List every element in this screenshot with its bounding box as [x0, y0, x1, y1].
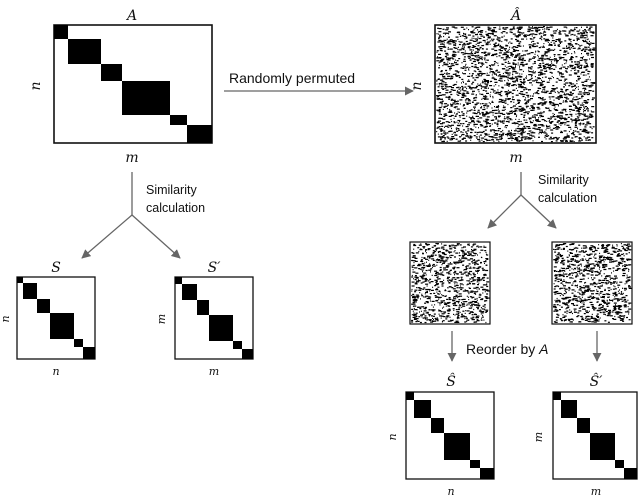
matrix-a-hat-noise: [436, 26, 596, 143]
permute-arrow: Randomly permuted: [224, 70, 414, 96]
matrix-a: A m n: [28, 8, 213, 166]
noisy-similarity-left-noise: [411, 243, 490, 324]
similarity-branch-left: Similarity calculation: [81, 172, 205, 259]
noisy-similarity-right-noise: [553, 243, 632, 323]
matrix-s-hat: Ŝ n n: [386, 372, 495, 498]
matrix-s-blocks: [17, 277, 95, 359]
reorder-arrows: Reorder by A: [447, 331, 602, 362]
matrix-s-prime-rows-label: m: [155, 314, 168, 324]
matrix-s-symbol: S: [51, 260, 61, 276]
matrix-s-prime: S′ m m: [155, 260, 254, 378]
matrix-a-hat: Â m n: [409, 6, 597, 166]
matrix-s-prime-symbol: S′: [208, 260, 222, 276]
matrix-a-blocks: [54, 25, 212, 143]
matrix-s-rows-label: n: [0, 315, 12, 322]
permute-arrow-label: Randomly permuted: [229, 70, 355, 86]
matrix-s-hat-cols-label: n: [447, 485, 454, 498]
matrix-s-prime-hat-symbol: Ŝ′: [590, 372, 604, 390]
similarity-left-line1: Similarity: [146, 183, 197, 197]
similarity-right-line1: Similarity: [538, 173, 589, 187]
noisy-similarity-right: [551, 241, 633, 325]
matrix-a-hat-rows-label: n: [409, 81, 425, 90]
noisy-similarity-left: [409, 241, 491, 325]
matrix-a-cols-label: m: [125, 150, 138, 166]
matrix-s-hat-symbol: Ŝ: [446, 372, 456, 390]
matrix-s-prime-hat-cols-label: m: [591, 485, 601, 498]
matrix-a-hat-symbol: Â: [509, 6, 521, 24]
matrix-a-hat-cols-label: m: [509, 150, 522, 166]
similarity-branch-right: Similarity calculation: [487, 172, 597, 229]
similarity-left-line2: calculation: [146, 201, 205, 215]
matrix-s: S n n: [0, 260, 96, 378]
matrix-s-prime-hat: Ŝ′ m m: [532, 372, 638, 498]
matrix-s-prime-blocks: [175, 277, 253, 359]
similarity-right-line2: calculation: [538, 191, 597, 205]
matrix-s-hat-rows-label: n: [386, 433, 399, 440]
matrix-a-symbol: A: [125, 8, 137, 24]
matrix-s-prime-cols-label: m: [209, 365, 219, 378]
matrix-a-rows-label: n: [28, 81, 44, 90]
reorder-label: Reorder by A: [466, 341, 549, 357]
matrix-s-hat-blocks: [406, 392, 494, 479]
matrix-s-cols-label: n: [52, 365, 59, 378]
matrix-s-prime-hat-blocks: [553, 392, 637, 479]
matrix-s-prime-hat-rows-label: m: [532, 432, 545, 442]
